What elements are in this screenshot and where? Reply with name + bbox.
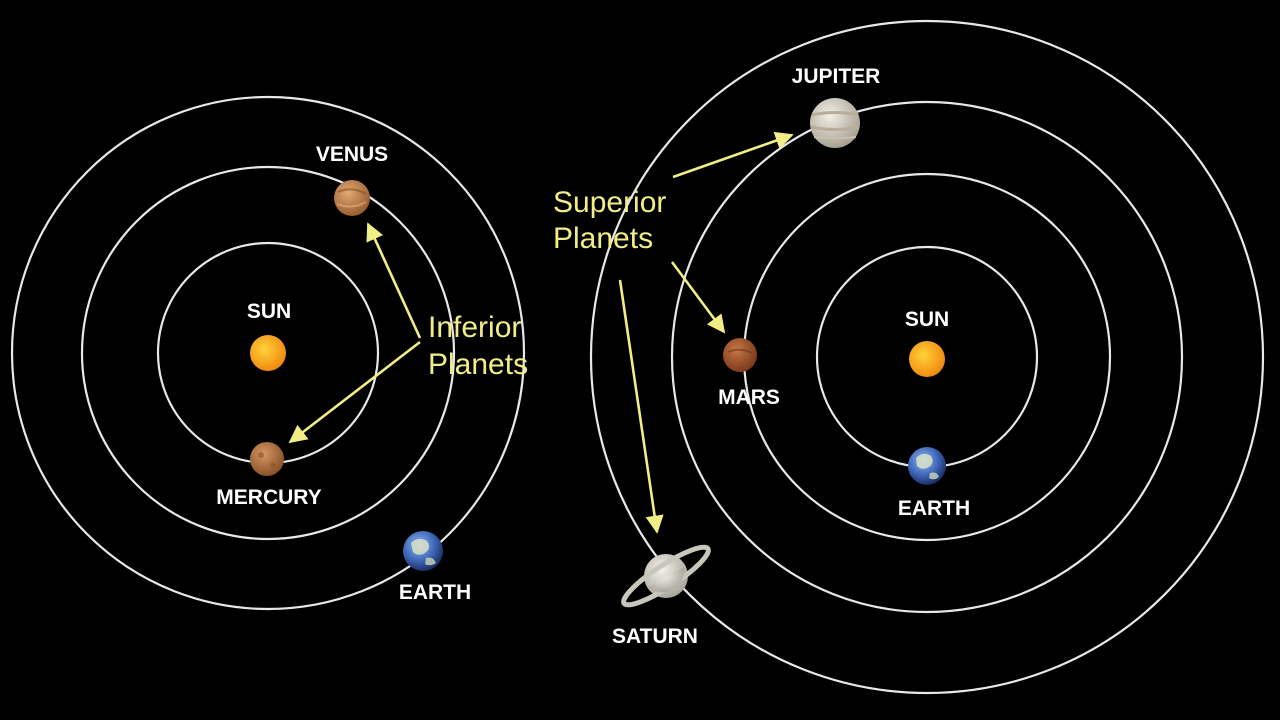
earth-orbit: [10, 95, 526, 611]
saturn-label: SATURN: [612, 625, 698, 648]
arrow-to-mercury: [288, 340, 421, 444]
arrow-to-jupiter: [672, 131, 794, 179]
mercury-label: MERCURY: [216, 486, 321, 509]
earth-label: EARTH: [898, 497, 970, 520]
mercury-icon: [250, 442, 284, 476]
superior-planets-diagram: SUN JUPITER MARS EARTH: [553, 19, 1265, 695]
mars-icon: [723, 338, 757, 372]
superior-planets-label-line2: Planets: [553, 222, 653, 255]
saturn-orbit: [589, 19, 1265, 695]
arrow-to-saturn: [618, 279, 664, 534]
superior-planets-label-line1: Superior: [553, 186, 666, 219]
inferior-planets-diagram: SUN VENUS MERCURY EARTH Inferior Planets: [10, 95, 528, 611]
arrow-to-mars: [670, 261, 726, 334]
earth-icon: [908, 447, 946, 485]
saturn-icon: [621, 544, 711, 608]
jupiter-icon: [810, 98, 860, 148]
sun-label: SUN: [905, 308, 949, 331]
inferior-planets-label-line2: Planets: [428, 348, 528, 381]
arrow-to-venus: [366, 222, 422, 339]
mars-label: MARS: [718, 386, 780, 409]
venus-icon: [334, 180, 370, 216]
venus-label: VENUS: [316, 143, 388, 166]
earth-label: EARTH: [399, 581, 471, 604]
jupiter-label: JUPITER: [792, 65, 881, 88]
jupiter-orbit: [670, 100, 1184, 614]
sun-icon: [250, 335, 286, 371]
venus-orbit: [80, 165, 456, 541]
sun-label: SUN: [247, 300, 291, 323]
earth-icon: [403, 531, 443, 571]
inferior-planets-label-line1: Inferior: [428, 311, 521, 344]
sun-icon: [909, 341, 945, 377]
